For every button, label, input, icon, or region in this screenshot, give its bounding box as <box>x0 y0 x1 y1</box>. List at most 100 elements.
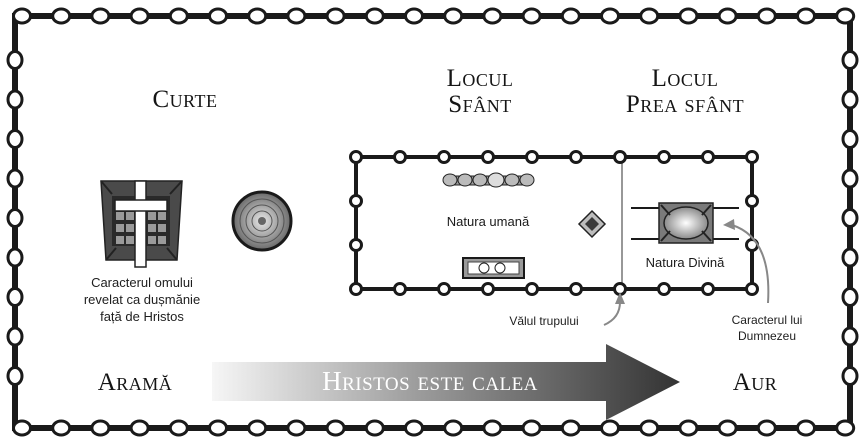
tent-post <box>481 150 495 164</box>
fence-post <box>600 7 620 25</box>
fence-post <box>12 7 32 25</box>
tent-post <box>525 282 539 296</box>
court-heading: Curte <box>152 86 218 113</box>
fence-post <box>560 7 581 25</box>
fence-post <box>6 287 24 307</box>
fence-post <box>6 366 24 386</box>
tent-post <box>745 194 759 208</box>
tent-post <box>569 150 583 164</box>
tent-post <box>349 150 363 164</box>
fence-post <box>6 326 24 347</box>
fence-post <box>51 7 72 25</box>
altar-cross-icon <box>100 180 183 268</box>
fence-post <box>6 168 24 189</box>
veil-pointer-arrow <box>603 292 625 326</box>
tent-post <box>657 282 671 296</box>
most-holy-place-heading: Locul Prea sfânt <box>625 65 745 119</box>
fence-post <box>521 419 542 437</box>
fence-post <box>404 7 424 25</box>
fence-post <box>639 7 660 25</box>
ark-icon <box>631 202 739 244</box>
fence-post <box>841 287 859 307</box>
tent-post <box>349 282 363 296</box>
fence-post <box>717 419 738 437</box>
fence-post <box>247 419 268 437</box>
tent-post <box>745 150 759 164</box>
fence-post <box>841 50 859 70</box>
fence-post <box>90 7 111 25</box>
fence-post <box>208 7 228 25</box>
fence-post <box>443 7 464 25</box>
bronze-label: Aramă <box>97 369 173 396</box>
fence-post <box>841 326 859 347</box>
fence-post <box>639 419 660 437</box>
fence-post <box>286 7 307 25</box>
fence-post <box>247 7 268 25</box>
tent-post <box>393 150 407 164</box>
tent-post <box>701 282 715 296</box>
fence-post <box>841 89 859 110</box>
fence-post <box>796 7 816 25</box>
fence-post <box>6 247 24 268</box>
fence-post <box>678 419 699 437</box>
fence-post <box>325 7 346 25</box>
fence-post <box>129 7 150 25</box>
fence-post <box>841 129 859 149</box>
divine-character-label: Caracterul lui Dumnezeu <box>731 313 803 343</box>
fence-post <box>6 208 24 228</box>
fence-post <box>129 419 150 437</box>
fence-post <box>364 419 385 437</box>
fence-post <box>208 419 228 437</box>
tent-post <box>437 150 451 164</box>
fence-post <box>835 419 856 437</box>
fence-post <box>6 89 24 110</box>
fence-post <box>835 7 856 25</box>
fence-post <box>6 129 24 149</box>
tent-post <box>437 282 451 296</box>
fence-post <box>286 419 307 437</box>
tent-post <box>701 150 715 164</box>
laver-icon <box>231 190 293 252</box>
fence-post <box>678 7 699 25</box>
outer-fence-posts <box>6 7 859 437</box>
fence-post <box>841 247 859 268</box>
tent-post <box>393 282 407 296</box>
fence-post <box>168 419 189 437</box>
tent-post <box>657 150 671 164</box>
lampstand-icon <box>442 172 535 188</box>
fence-post <box>841 366 859 386</box>
fence-post <box>168 7 189 25</box>
fence-post <box>841 208 859 228</box>
fence-post <box>12 419 32 437</box>
divine-nature-label: Natura Divină <box>645 255 725 270</box>
fence-post <box>443 419 464 437</box>
human-nature-label: Natura umană <box>446 214 530 229</box>
fence-post <box>364 7 385 25</box>
fence-post <box>51 419 72 437</box>
tent-post <box>349 194 363 208</box>
tabernacle-tent <box>349 150 759 296</box>
holy-place-heading: Locul Sfânt <box>446 65 514 119</box>
tent-post <box>481 282 495 296</box>
tent-post <box>745 282 759 296</box>
fence-post <box>600 419 620 437</box>
fence-post <box>717 7 738 25</box>
gold-label: Aur <box>732 369 778 396</box>
fence-post <box>6 50 24 70</box>
human-character-label: Caracterul omului revelat ca dușmănie fa… <box>83 275 201 324</box>
character-pointer-arrow <box>723 219 770 304</box>
fence-post <box>404 419 424 437</box>
incense-altar-icon <box>577 209 607 239</box>
fence-post <box>482 419 503 437</box>
veil-label: Vălul trupului <box>509 314 579 328</box>
fence-post <box>482 7 503 25</box>
tent-post <box>569 282 583 296</box>
fence-post <box>560 419 581 437</box>
tabernacle-posts <box>349 150 759 296</box>
fence-post <box>796 419 816 437</box>
showbread-table-icon <box>462 257 525 279</box>
fence-post <box>325 419 346 437</box>
fence-post <box>521 7 542 25</box>
